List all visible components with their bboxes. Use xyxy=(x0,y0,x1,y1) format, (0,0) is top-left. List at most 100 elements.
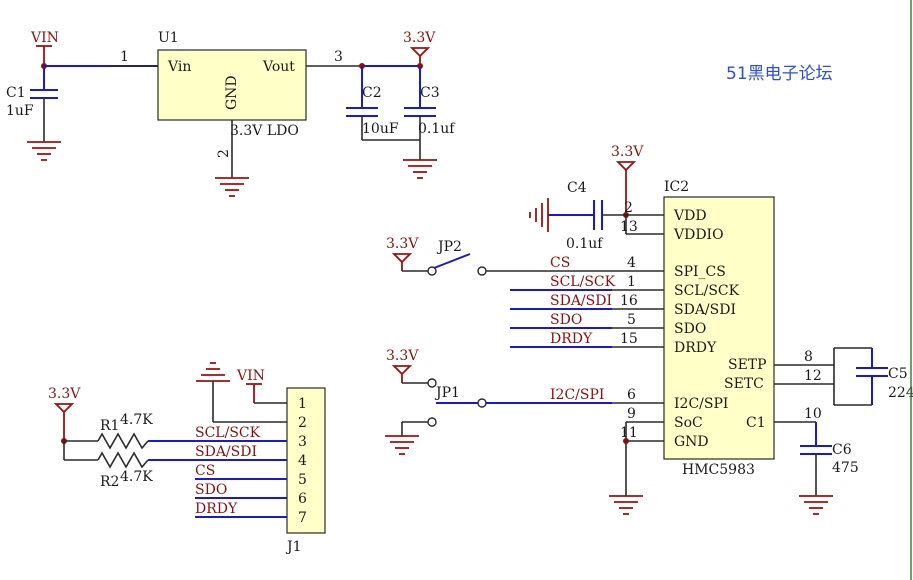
ic2-pin-setp: SETP xyxy=(728,357,767,373)
ground-symbol xyxy=(799,495,833,515)
net-label-sdo: SDO xyxy=(550,312,582,328)
net-label-sda: SDA/SDI xyxy=(550,293,612,309)
jp1-ref: JP1 xyxy=(434,385,460,401)
v33-label: 3.3V xyxy=(48,386,81,402)
ic2-pin-sdo: SDO xyxy=(674,321,706,337)
c6-value: 475 xyxy=(832,460,859,476)
c3-ref: C3 xyxy=(420,85,440,101)
ground-symbol xyxy=(196,362,230,382)
v33-label: 3.3V xyxy=(611,144,644,160)
v33-label: 3.3V xyxy=(403,30,436,46)
resistor-r2: R2 4.7K xyxy=(64,451,287,490)
c5-value: 224 xyxy=(888,385,913,401)
j1-pin6: 6 xyxy=(298,491,307,507)
u1-value: 3.3V LDO xyxy=(230,123,299,139)
ic2-part-number: HMC5983 xyxy=(682,462,755,478)
capacitor-c3: C3 0.1uf xyxy=(404,66,456,160)
ic2-pin-vdd: VDD xyxy=(673,208,707,224)
ic2-pin-sda: SDA/SDI xyxy=(674,302,736,318)
jp2-ref: JP2 xyxy=(436,239,462,255)
u1-ref: U1 xyxy=(158,30,179,46)
c1-value: 1uF xyxy=(6,103,34,119)
u1-pin3-number: 3 xyxy=(334,49,343,65)
v33-label: 3.3V xyxy=(386,348,419,364)
u1-pin1-number: 1 xyxy=(120,49,129,65)
c2-ref: C2 xyxy=(362,85,382,101)
ic2-pin13-number: 13 xyxy=(620,219,638,235)
ic2-pin10-number: 10 xyxy=(804,406,822,422)
net-label-cs: CS xyxy=(550,255,570,271)
u1-pin-gnd: GND xyxy=(224,75,240,110)
c2-value: 10uF xyxy=(362,121,399,137)
r1-value: 4.7K xyxy=(120,412,153,428)
r1-ref: R1 xyxy=(100,418,119,434)
c4-value: 0.1uf xyxy=(566,236,604,252)
c4-ref: C4 xyxy=(567,180,587,196)
net-label-drdy-j1: DRDY xyxy=(195,501,238,517)
ic2-pin11-number: 11 xyxy=(620,425,638,441)
ic2-pin6-number: 6 xyxy=(627,387,636,403)
ldo-section: VIN 1 C1 1uF U1 Vin Vout xyxy=(6,30,456,197)
j1-ref: J1 xyxy=(285,539,302,555)
ic2-pin-i2c-spi: I2C/SPI xyxy=(674,396,728,412)
r2-ref: R2 xyxy=(100,474,119,490)
net-label-cs-j1: CS xyxy=(195,463,215,479)
ic2-pin8-number: 8 xyxy=(804,349,813,365)
u1-pin2-number: 2 xyxy=(216,149,232,158)
v33-label: 3.3V xyxy=(386,236,419,252)
c5-ref: C5 xyxy=(888,366,908,382)
net-label-i2c-spi: I2C/SPI xyxy=(550,387,604,403)
c3-value: 0.1uf xyxy=(418,121,456,137)
ldo-u1: U1 Vin Vout GND 3.3V LDO xyxy=(157,30,307,139)
ic2-pin15-number: 15 xyxy=(620,331,638,347)
capacitor-c6: C6 475 xyxy=(800,422,859,496)
net-label-sdo-j1: SDO xyxy=(195,482,227,498)
ic2-ref: IC2 xyxy=(664,179,689,195)
resistor-r1: R1 4.7K xyxy=(64,412,287,450)
ic2-pin-setc: SETC xyxy=(724,376,764,392)
ic2-pin1-number: 1 xyxy=(627,274,636,290)
ground-symbol xyxy=(215,177,249,197)
net-label-scl: SCL/SCK xyxy=(550,274,616,290)
jumper-jp2: 3.3V JP2 xyxy=(386,236,612,276)
connector-section: J1 1 2 3 4 5 6 7 VIN 3.3V R1 xyxy=(48,362,326,555)
j1-pin7: 7 xyxy=(298,510,307,526)
ic2-pin-vddio: VDDIO xyxy=(673,227,724,243)
ic2-pin-gnd: GND xyxy=(674,434,709,450)
j1-pin5: 5 xyxy=(298,472,307,488)
net-label-drdy: DRDY xyxy=(550,331,593,347)
ic2-pin2-number: 2 xyxy=(624,200,633,216)
capacitor-c2: C2 10uF xyxy=(346,66,399,140)
ic2-pin-scl: SCL/SCK xyxy=(674,283,740,299)
ground-symbol xyxy=(609,495,643,515)
ic2-pin-c1: C1 xyxy=(746,415,766,431)
j1-pin1: 1 xyxy=(298,396,307,412)
ic2-pin16-number: 16 xyxy=(620,293,638,309)
forum-watermark: 51黑电子论坛 xyxy=(726,64,833,84)
ic2-pin4-number: 4 xyxy=(627,255,636,271)
r2-value: 4.7K xyxy=(120,469,153,485)
c6-ref: C6 xyxy=(832,442,852,458)
net-label-sda-j1: SDA/SDI xyxy=(195,444,257,460)
v33-power-flag-ldo: 3.3V xyxy=(403,30,436,66)
ic2-pin-drdy: DRDY xyxy=(674,340,717,356)
c1-ref: C1 xyxy=(6,85,26,101)
u1-pin-vin: Vin xyxy=(167,59,191,75)
capacitor-c1: C1 1uF xyxy=(6,66,58,142)
ic2-pin-spi-cs: SPI_CS xyxy=(674,264,726,280)
j1-pin3: 3 xyxy=(298,434,307,450)
j1-pin2: 2 xyxy=(298,415,307,431)
vin-label: VIN xyxy=(30,30,59,46)
ic2-section: 3.3V C4 0.1uf IC2 HMC5983 xyxy=(385,144,913,515)
vin-power-flag-top: VIN xyxy=(30,30,59,66)
ground-symbol xyxy=(403,159,437,179)
ic2-pin-soc: SoC xyxy=(674,415,703,431)
ic2-pin5-number: 5 xyxy=(627,312,636,328)
v33-power-flag-ic2: 3.3V xyxy=(611,144,644,215)
ground-symbol xyxy=(385,435,419,455)
ic2-pin12-number: 12 xyxy=(804,368,822,384)
ic2-pin9-number: 9 xyxy=(627,406,636,422)
ground-symbol xyxy=(27,141,61,161)
u1-pin-vout: Vout xyxy=(262,59,295,75)
